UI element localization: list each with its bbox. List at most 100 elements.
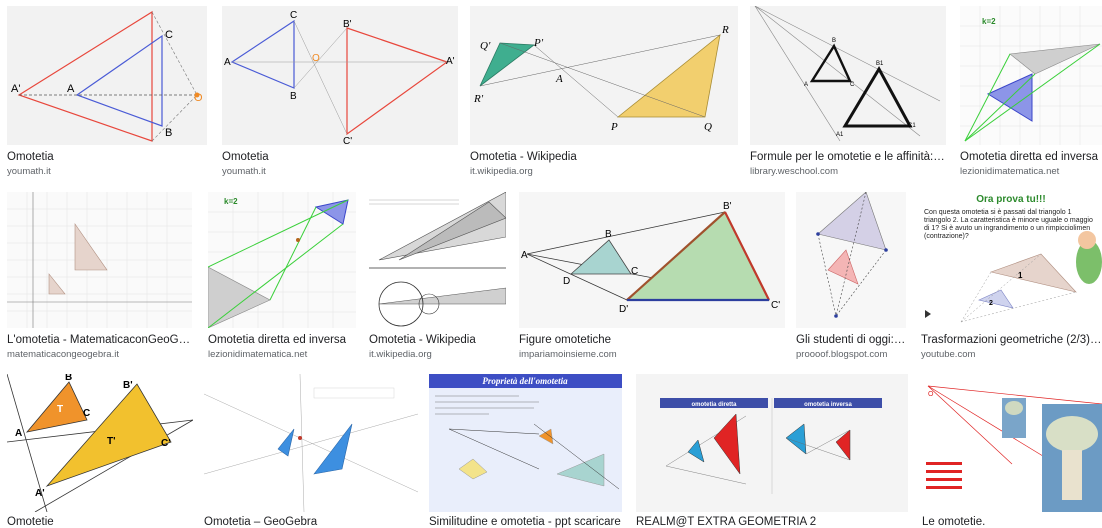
label: Q	[704, 121, 712, 133]
thumbnail-drawing: omotetia diretta omotetia inversa	[636, 374, 908, 512]
result-source: lezionidimatematica.net	[960, 166, 1060, 177]
result-thumbnail[interactable]	[204, 374, 418, 512]
result-title[interactable]: Gli studenti di oggi: Erl...	[796, 334, 906, 346]
result-title[interactable]: Omotetia - Wikipedia	[470, 151, 577, 163]
label: A	[67, 83, 75, 95]
thumbnail-drawing	[204, 374, 418, 512]
label: B	[605, 229, 612, 240]
label: C'	[161, 438, 171, 449]
result-source: impariamoinsieme.com	[519, 349, 617, 360]
result-card[interactable]: k=2 Omotetia diretta ed inversa lezionid…	[208, 192, 356, 362]
label: Con questa omotetia si è passati dal tri…	[924, 209, 1072, 216]
label: B'	[343, 19, 352, 30]
result-card[interactable]: B C A B1 C1 A1 Formule per le omotetie e…	[750, 6, 946, 177]
result-thumbnail[interactable]: A' A B C O	[7, 6, 207, 145]
thumbnail-drawing: Ora prova tu!!! Con questa omotetia si è…	[921, 192, 1102, 328]
thumbnail-drawing: Q' P' R' A R P Q	[470, 6, 738, 145]
result-thumbnail[interactable]	[796, 192, 906, 328]
result-card[interactable]: O Le omotetie.	[922, 374, 1102, 528]
result-thumbnail[interactable]: k=2	[208, 192, 356, 328]
thumbnail-drawing: B C A B1 C1 A1	[750, 6, 946, 145]
label: A1	[836, 132, 844, 138]
thumbnail-drawing: A' A B C O	[7, 6, 207, 145]
result-card[interactable]: Ora prova tu!!! Con questa omotetia si è…	[921, 192, 1102, 362]
label: A'	[446, 56, 455, 67]
label: triangolo 2. La caratteristica è minore …	[924, 217, 1093, 224]
result-card[interactable]: Omotetia - Wikipedia it.wikipedia.org	[369, 192, 506, 362]
result-thumbnail[interactable]: omotetia diretta omotetia inversa	[636, 374, 908, 512]
label: Proprietà dell'omotetia	[482, 376, 568, 386]
result-card[interactable]: A B C O A' B' C' Omotetia youmath.it	[222, 6, 458, 177]
result-title[interactable]: Trasformazioni geometriche (2/3): Omotet…	[921, 334, 1102, 346]
result-thumbnail[interactable]	[369, 192, 506, 328]
result-title[interactable]: Le omotetie.	[922, 516, 986, 528]
result-source: lezionidimatematica.net	[208, 349, 308, 360]
label: 2	[989, 300, 993, 307]
result-title[interactable]: Omotetia	[222, 151, 269, 163]
result-title[interactable]: Formule per le omotetie e le affinità: e…	[750, 151, 946, 163]
label: A'	[11, 83, 20, 95]
label: C	[631, 266, 638, 277]
label: C	[290, 10, 297, 21]
result-card[interactable]: Gli studenti di oggi: Erl... proooof.blo…	[796, 192, 906, 362]
result-thumbnail[interactable]: O	[922, 374, 1102, 512]
result-thumbnail[interactable]: Q' P' R' A R P Q	[470, 6, 738, 145]
result-title[interactable]: Omotetia diretta ed inversa	[960, 151, 1099, 163]
label: C	[83, 408, 90, 419]
result-title[interactable]: L'omotetia - MatematicaconGeoGebra	[7, 334, 192, 346]
result-card[interactable]: Proprietà dell'omotetia Similitudine e o…	[429, 374, 622, 528]
result-title[interactable]: Omotetia	[7, 151, 54, 163]
result-card[interactable]: Q' P' R' A R P Q Omotetia - Wikipedia it…	[470, 6, 738, 177]
label: B'	[723, 201, 732, 212]
label: C	[850, 82, 855, 88]
label: B	[165, 127, 172, 139]
label: R	[721, 24, 729, 36]
result-thumbnail[interactable]: Proprietà dell'omotetia	[429, 374, 622, 512]
result-card[interactable]: k=2 Omotetia diretta ed inversa lezionid…	[960, 6, 1102, 177]
thumbnail-drawing: A B C D B' D' C'	[519, 192, 785, 328]
result-title[interactable]: Omotetia - Wikipedia	[369, 334, 476, 346]
label: C'	[771, 300, 780, 311]
result-source: proooof.blogspot.com	[796, 349, 888, 360]
result-thumbnail[interactable]: B C A B1 C1 A1	[750, 6, 946, 145]
result-card[interactable]: A B C T T' A' B' C' Omotetie	[7, 374, 193, 528]
result-title[interactable]: Omotetia – GeoGebra	[204, 516, 318, 528]
label: omotetia inversa	[804, 402, 852, 408]
result-thumbnail[interactable]: k=2	[960, 6, 1102, 145]
result-thumbnail[interactable]: A B C T T' A' B' C'	[7, 374, 193, 512]
result-source: matematicacongeogebra.it	[7, 349, 119, 360]
label: C'	[343, 136, 352, 145]
label: C	[165, 29, 173, 41]
result-thumbnail[interactable]	[7, 192, 192, 328]
result-source: youtube.com	[921, 349, 976, 360]
result-title[interactable]: Omotetie	[7, 516, 54, 528]
thumbnail-drawing: Proprietà dell'omotetia	[429, 374, 622, 512]
label: 1	[1018, 271, 1023, 280]
label: A	[521, 250, 528, 261]
label: k=2	[982, 17, 996, 26]
result-card[interactable]: A B C D B' D' C' Figure omotetiche impar…	[519, 192, 785, 362]
result-thumbnail[interactable]: Ora prova tu!!! Con questa omotetia si è…	[921, 192, 1102, 328]
play-icon[interactable]	[925, 310, 931, 318]
result-title[interactable]: REALM@T EXTRA GEOMETRIA 2	[636, 516, 817, 528]
label: D	[563, 276, 570, 287]
result-card[interactable]: A' A B C O Omotetia youmath.it	[7, 6, 207, 177]
result-title[interactable]: Omotetia diretta ed inversa	[208, 334, 347, 346]
thumbnail-drawing: A B C O A' B' C'	[222, 6, 458, 145]
result-card[interactable]: Omotetia – GeoGebra	[204, 374, 418, 528]
label: C1	[908, 123, 916, 129]
label: D'	[619, 304, 628, 315]
label: omotetia diretta	[691, 402, 737, 408]
result-thumbnail[interactable]: A B C D B' D' C'	[519, 192, 785, 328]
result-card[interactable]: L'omotetia - MatematicaconGeoGebra matem…	[7, 192, 192, 362]
result-thumbnail[interactable]: A B C O A' B' C'	[222, 6, 458, 145]
result-title[interactable]: Similitudine e omotetia - ppt scaricare	[429, 516, 621, 528]
label: P	[610, 121, 618, 133]
label: O	[928, 391, 934, 398]
result-card[interactable]: omotetia diretta omotetia inversa REALM@…	[636, 374, 908, 528]
label: O	[312, 53, 320, 64]
result-source: library.weschool.com	[750, 166, 838, 177]
label: T	[57, 404, 63, 415]
result-title[interactable]: Figure omotetiche	[519, 334, 612, 346]
label: k=2	[224, 197, 238, 206]
